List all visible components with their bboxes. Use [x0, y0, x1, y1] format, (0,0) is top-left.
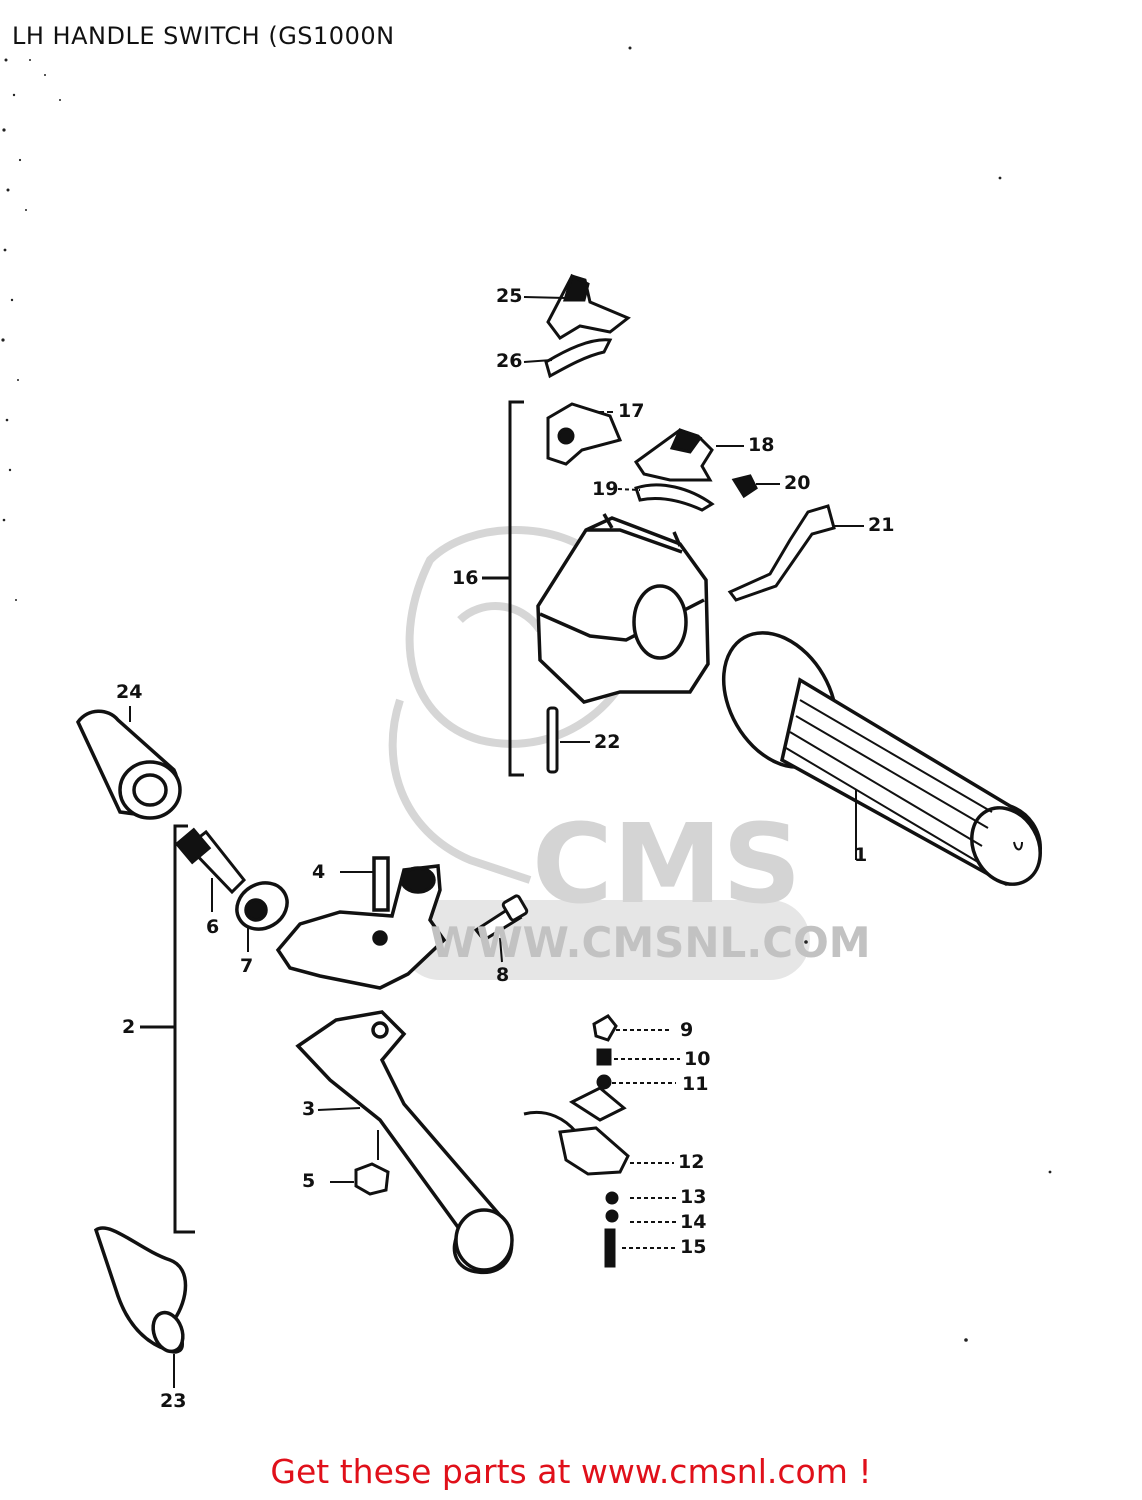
callout-21: 21: [868, 514, 895, 536]
part-3-clutch-lever: [295, 1010, 514, 1275]
part-18-switch-knob: [633, 428, 714, 482]
part-26-switch-cap: [544, 338, 613, 379]
bracket-16: [482, 400, 524, 777]
part-20-screw: [731, 474, 758, 499]
callout-8: 8: [496, 964, 510, 986]
callout-16: 16: [452, 567, 479, 589]
callout-9: 9: [680, 1019, 694, 1041]
get-parts-link[interactable]: Get these parts at www.cmsnl.com !: [270, 1452, 872, 1491]
part-16-switch-housing: [536, 513, 710, 704]
part-23-cover: [93, 1226, 188, 1354]
part-6-bolt: [174, 827, 247, 895]
callout-7: 7: [240, 955, 254, 977]
diagram-title: LH HANDLE SWITCH (GS1000N: [12, 22, 395, 50]
watermark-site-text: WWW.CMSNL.COM: [430, 918, 871, 967]
part-5-nut: [354, 1162, 390, 1196]
part-25-switch-knob: [546, 273, 631, 340]
callout-24: 24: [116, 681, 143, 703]
watermark-logo: [388, 526, 645, 884]
callout-26: 26: [496, 350, 523, 372]
part-19-switch-cap: [634, 483, 715, 512]
callout-12: 12: [678, 1151, 705, 1173]
callout-5: 5: [302, 1170, 316, 1192]
callout-14: 14: [680, 1211, 707, 1233]
watermark-logo-text: CMS: [532, 800, 802, 928]
part-9-15-switch-stack: [523, 1014, 630, 1268]
part-21-lever: [727, 504, 836, 602]
callout-1: 1: [854, 844, 868, 866]
callout-23: 23: [160, 1390, 187, 1412]
callout-2: 2: [122, 1016, 136, 1038]
callout-11: 11: [682, 1073, 709, 1095]
leader-lines: [129, 296, 864, 1388]
callout-17: 17: [618, 400, 645, 422]
part-22-screw: [546, 706, 559, 774]
callout-6: 6: [206, 916, 220, 938]
callout-15: 15: [680, 1236, 707, 1258]
scan-noise: [1, 46, 1052, 1342]
callout-25: 25: [496, 285, 523, 307]
callout-22: 22: [594, 731, 621, 753]
part-8-screw: [473, 894, 529, 942]
part-24-cable-boot: [75, 709, 182, 820]
part-1-grip: [721, 631, 1042, 886]
callout-4: 4: [312, 861, 326, 883]
part-7-nut: [235, 881, 289, 931]
part-4-lever-bracket: [275, 856, 447, 990]
callout-18: 18: [748, 434, 775, 456]
callout-13: 13: [680, 1186, 707, 1208]
bracket-2: [140, 824, 195, 1234]
callout-3: 3: [302, 1098, 316, 1120]
callout-20: 20: [784, 472, 811, 494]
callout-10: 10: [684, 1048, 711, 1070]
callout-19: 19: [592, 478, 619, 500]
part-17-switch-knob: [546, 402, 623, 466]
